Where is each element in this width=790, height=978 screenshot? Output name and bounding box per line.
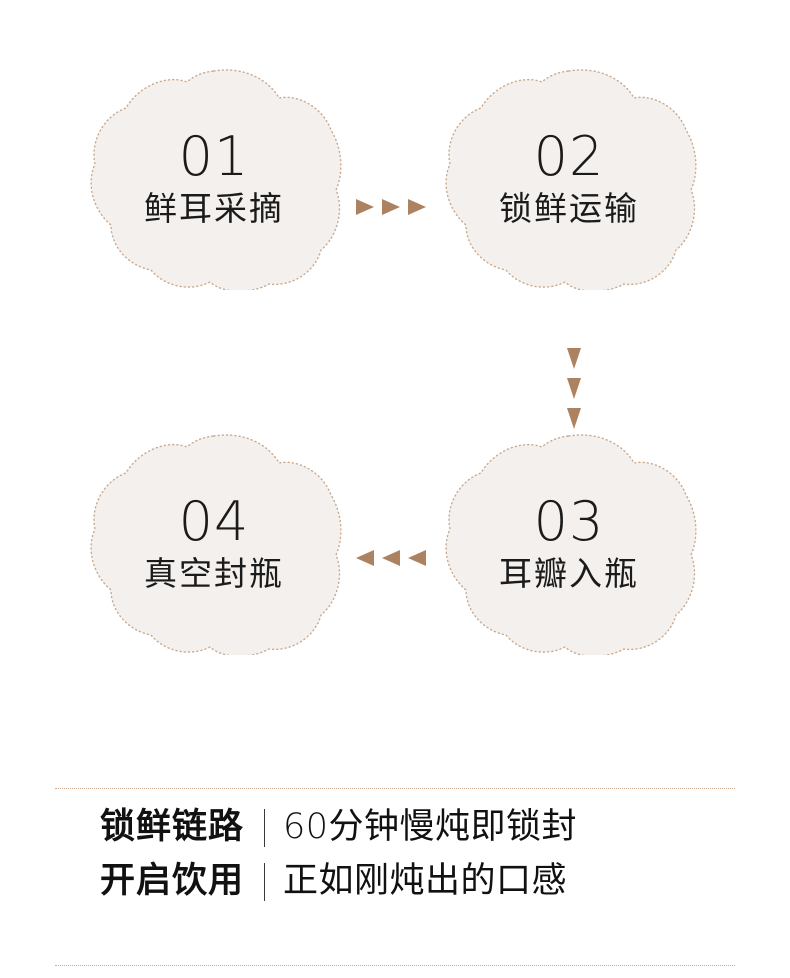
footer-separator-icon <box>264 808 266 847</box>
step-03-text: 03 耳瓣入瓶 <box>438 433 700 655</box>
footer-value-2: 正如刚炖出的口感 <box>283 860 568 901</box>
connector-arrows-02-03 <box>567 348 581 429</box>
arrow-down-icon <box>567 348 581 369</box>
divider-top <box>55 788 735 789</box>
arrow-left-icon <box>408 550 426 566</box>
footer-key-2: 开启饮用 <box>100 860 245 901</box>
process-step-02: 02 锁鲜运输 <box>438 68 700 290</box>
connector-arrows-01-02 <box>356 199 426 215</box>
step-04-text: 04 真空封瓶 <box>83 433 345 655</box>
blob-shape-02 <box>445 69 697 290</box>
process-step-03: 03 耳瓣入瓶 <box>438 433 700 655</box>
step-03-number: 03 <box>533 490 605 554</box>
arrow-left-icon <box>356 550 374 566</box>
footer-key-1: 锁鲜链路 <box>100 807 245 847</box>
arrow-left-icon <box>382 550 400 566</box>
arrow-right-icon <box>408 199 426 215</box>
step-02-number: 02 <box>533 125 605 189</box>
step-01-number: 01 <box>178 125 250 189</box>
step-01-text: 01 鲜耳采摘 <box>83 68 345 290</box>
blob-shape-04 <box>90 434 342 655</box>
footer-line-2: 开启饮用 正如刚炖出的口感 <box>100 860 690 904</box>
blob-shape-01 <box>90 69 342 290</box>
step-04-label: 真空封瓶 <box>144 554 284 594</box>
arrow-down-icon <box>567 408 581 429</box>
arrow-down-icon <box>567 378 581 399</box>
step-02-label: 锁鲜运输 <box>499 189 639 229</box>
step-04-number: 04 <box>178 490 250 554</box>
step-03-label: 耳瓣入瓶 <box>499 554 639 594</box>
step-02-text: 02 锁鲜运输 <box>438 68 700 290</box>
process-step-04: 04 真空封瓶 <box>83 433 345 655</box>
footer-lines: 锁鲜链路 60分钟慢炖即锁封 开启饮用 正如刚炖出的口感 <box>0 806 790 904</box>
arrow-right-icon <box>382 199 400 215</box>
footer-separator-icon <box>264 862 266 901</box>
footer-value-1: 60分钟慢炖即锁封 <box>283 807 578 847</box>
process-step-01: 01 鲜耳采摘 <box>83 68 345 290</box>
footer-section: 锁鲜链路 60分钟慢炖即锁封 开启饮用 正如刚炖出的口感 <box>0 770 790 978</box>
connector-arrows-03-04 <box>356 550 426 566</box>
divider-bottom <box>55 965 735 966</box>
step-01-label: 鲜耳采摘 <box>144 189 284 229</box>
blob-shape-03 <box>445 434 697 655</box>
footer-line-1: 锁鲜链路 60分钟慢炖即锁封 <box>100 806 690 850</box>
arrow-right-icon <box>356 199 374 215</box>
